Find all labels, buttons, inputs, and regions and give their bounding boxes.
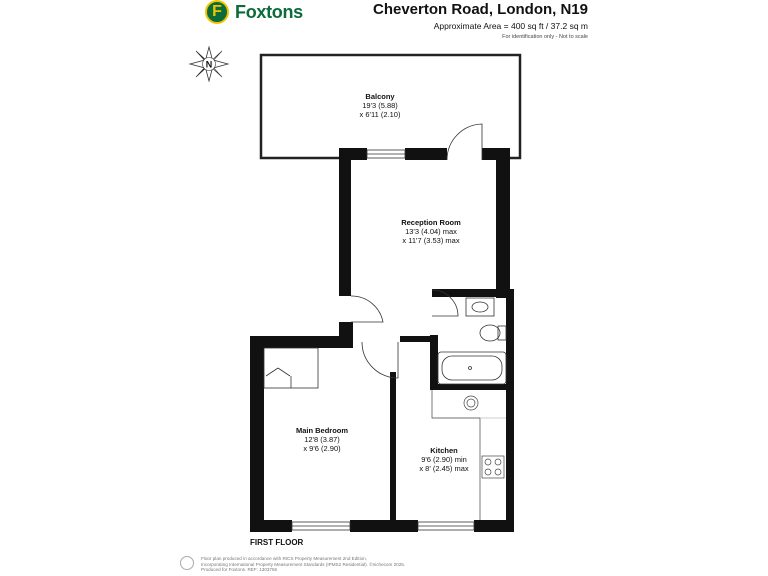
balcony-outline bbox=[259, 53, 522, 160]
badge-letter: F bbox=[212, 3, 222, 20]
floor-label: FIRST FLOOR bbox=[250, 538, 304, 547]
property-address: Cheverton Road, London, N19 bbox=[372, 1, 588, 18]
reception-label: Reception Room 13'3 (4.04) max x 11'7 (3… bbox=[381, 218, 481, 245]
kitchen-label: Kitchen 9'6 (2.90) min x 8' (2.45) max bbox=[406, 446, 482, 473]
bath-icon bbox=[437, 351, 507, 385]
footer-notes: Floor plan produced in accordance with R… bbox=[201, 556, 421, 573]
room-dim: 19'3 (5.88) bbox=[362, 101, 398, 110]
wardrobe bbox=[263, 347, 319, 389]
balcony-label: Balcony 19'3 (5.88) x 6'11 (2.10) bbox=[330, 92, 430, 119]
approximate-area: Approximate Area = 400 sq ft / 37.2 sq m bbox=[433, 21, 588, 31]
basin-icon bbox=[465, 297, 495, 317]
foxtons-badge-icon: F bbox=[205, 0, 229, 24]
nichecom-logo-icon bbox=[180, 556, 194, 570]
sink-icon bbox=[463, 395, 479, 411]
room-name: Reception Room bbox=[401, 218, 461, 227]
room-name: Main Bedroom bbox=[295, 426, 349, 435]
room-dim: x 8' (2.45) max bbox=[419, 464, 469, 473]
kitchen-fixtures bbox=[431, 390, 506, 520]
windows bbox=[291, 149, 475, 531]
scale-note: For identification only - Not to scale bbox=[502, 34, 588, 40]
room-name: Balcony bbox=[365, 92, 395, 101]
foxtons-logo: F Foxtons bbox=[205, 0, 303, 24]
compass-icon: N bbox=[186, 44, 232, 84]
footer-line: Produced for Foxtons. REF: 1303756 bbox=[201, 567, 278, 573]
walls bbox=[250, 148, 514, 532]
bedroom-label: Main Bedroom 12'8 (3.87) x 9'6 (2.90) bbox=[272, 426, 372, 453]
bathroom-fixtures bbox=[437, 297, 507, 385]
door-swings bbox=[265, 123, 483, 379]
room-dim: x 11'7 (3.53) max bbox=[402, 236, 460, 245]
room-name: Kitchen bbox=[430, 446, 458, 455]
room-dim: x 6'11 (2.10) bbox=[359, 110, 401, 119]
footer-line: Incorporating International Property Mea… bbox=[201, 561, 406, 567]
brand-name: Foxtons bbox=[235, 1, 303, 22]
toilet-icon bbox=[479, 324, 501, 342]
room-dim: 9'6 (2.90) min bbox=[421, 455, 467, 464]
compass-letter: N bbox=[206, 60, 213, 70]
room-dim: 12'8 (3.87) bbox=[304, 435, 340, 444]
room-dim: 13'3 (4.04) max bbox=[405, 227, 457, 236]
footer-line: Floor plan produced in accordance with R… bbox=[201, 556, 367, 561]
room-dim: x 9'6 (2.90) bbox=[303, 444, 341, 453]
hob-icon bbox=[481, 455, 505, 479]
